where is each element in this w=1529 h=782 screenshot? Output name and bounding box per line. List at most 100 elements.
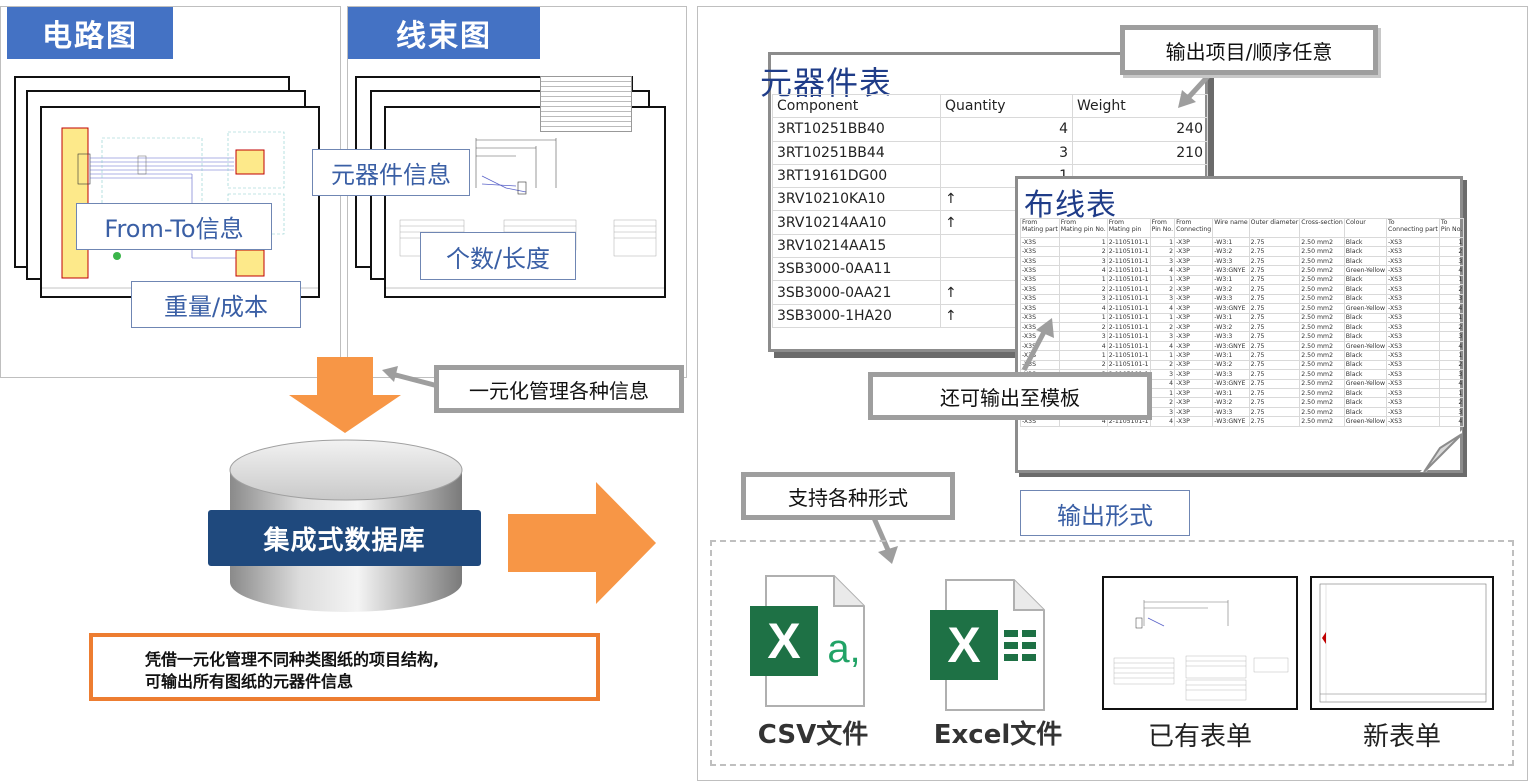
wiring-table-cell: 2.50 mm2 [1299, 369, 1345, 380]
wiring-table-cell: -XS3 [1386, 321, 1440, 333]
svg-text:X: X [767, 613, 800, 669]
wiring-table-cell: Green-Yellow [1343, 265, 1388, 276]
wiring-table-cell: -W3:3 [1212, 406, 1250, 418]
wiring-table-cell: -W3:1 [1212, 236, 1250, 248]
down-arrow-icon [289, 357, 401, 433]
wiring-col-header: Cross-section [1299, 218, 1345, 238]
wiring-table-cell: -X3P [1174, 406, 1214, 418]
component-table-cell: 3SB3000-1HA20 [772, 303, 941, 328]
wiring-table-cell: -XS3 [1386, 331, 1440, 342]
wiring-table-cell: -XS3 [1386, 303, 1440, 314]
wiring-table-cell: 3 [1438, 293, 1465, 305]
wiring-table-cell: 2.75 [1248, 265, 1301, 276]
wiring-table-cell: 2-1105101-1 [1106, 255, 1151, 267]
wiring-table-cell: 2.75 [1248, 303, 1301, 314]
wiring-table-cell: 2 [1438, 321, 1465, 333]
col-header-component: Component [772, 93, 941, 119]
wiring-table-cell: 2 [1058, 359, 1108, 371]
wiring-table-cell: -X3P [1174, 387, 1214, 399]
output-format-label: 输出形式 [1020, 490, 1190, 536]
wiring-table-cell: 2.50 mm2 [1299, 265, 1345, 276]
wiring-table-cell: -XS3 [1386, 378, 1440, 390]
wiring-table-cell: 1 [1438, 236, 1465, 248]
wiring-table-cell: 1 [1438, 387, 1465, 399]
wiring-table-cell: 4 [1058, 265, 1108, 276]
component-table-cell: 3 [940, 140, 1073, 165]
wiring-table-cell: 2 [1438, 397, 1465, 408]
wiring-table-cell: 4 [1438, 416, 1465, 427]
wiring-table-cell: 1 [1058, 350, 1108, 361]
wiring-table-cell: -X3P [1174, 284, 1214, 295]
wiring-table-cell: -X3S [1020, 303, 1060, 314]
wiring-table-cell: -W3:3 [1212, 293, 1250, 305]
wiring-table-cell: 2.75 [1248, 369, 1301, 380]
wiring-table-cell: 3 [1438, 406, 1465, 418]
unify-pointer-arrow-icon [382, 366, 439, 389]
wiring-table-cell: -W3:2 [1212, 397, 1250, 408]
excel-file-icon: X [930, 579, 1045, 711]
wiring-table-cell: Black [1343, 284, 1388, 295]
wiring-table-cell: 4 [1149, 303, 1176, 314]
wiring-table-cell: 2.50 mm2 [1299, 397, 1345, 408]
wiring-table-cell: -X3P [1174, 369, 1214, 380]
wiring-table-cell: -XS3 [1386, 359, 1440, 371]
wiring-table-cell: 2.75 [1248, 387, 1301, 399]
fromto-info-label: From-To信息 [76, 203, 272, 250]
wiring-table-cell: 2-1105101-1 [1106, 359, 1151, 371]
new-form-label: 新表单 [1362, 722, 1441, 752]
wiring-table-cell: Black [1343, 312, 1388, 323]
component-table-cell: 3RV10210KA10 [772, 187, 941, 212]
wiring-table-cell: 2-1105101-1 [1106, 293, 1151, 305]
weight-cost-label: 重量/成本 [131, 281, 301, 328]
wiring-table-cell: 2.50 mm2 [1299, 274, 1345, 286]
wiring-table-cell: 2.50 mm2 [1299, 321, 1345, 333]
svg-text:a,: a, [827, 627, 860, 671]
wiring-table-cell: Green-Yellow [1343, 378, 1388, 390]
component-table-cell: 3SB3000-0AA21 [772, 280, 941, 305]
component-table-cell: 3RT19161DG00 [772, 163, 941, 189]
wiring-table-cell: Black [1343, 321, 1388, 333]
wiring-table-cell: 1 [1438, 350, 1465, 361]
wiring-table-cell: 3 [1438, 369, 1465, 380]
wiring-table-cell: 2.50 mm2 [1299, 255, 1345, 267]
formats-callout: 支持各种形式 [741, 472, 955, 520]
wiring-table-cell: 3 [1149, 293, 1176, 305]
wiring-table-cell: 2.50 mm2 [1299, 303, 1345, 314]
wiring-table-cell: Black [1343, 350, 1388, 361]
wiring-table-cell: 2.50 mm2 [1299, 312, 1345, 323]
wiring-table-cell: 2 [1149, 284, 1176, 295]
wiring-table-cell: 2.75 [1248, 293, 1301, 305]
wiring-table-cell: 2.50 mm2 [1299, 416, 1345, 427]
wiring-table-cell: -W3:1 [1212, 350, 1250, 361]
wiring-table-cell: 3 [1149, 369, 1176, 380]
wiring-table-cell: 2.75 [1248, 378, 1301, 390]
wiring-table-cell: 1 [1149, 350, 1176, 361]
wiring-table-cell: 2.50 mm2 [1299, 293, 1345, 305]
wiring-table-cell: 3 [1058, 293, 1108, 305]
wiring-table-cell: -W3:1 [1212, 312, 1250, 323]
right-arrow-icon [508, 482, 656, 604]
wiring-table-cell: 2 [1438, 246, 1465, 257]
wiring-table-cell: 2.50 mm2 [1299, 359, 1345, 371]
wiring-col-header: From Mating pin No. [1058, 218, 1108, 238]
circuit-schematic [42, 127, 318, 289]
wiring-table-title: 布线表 [1024, 188, 1117, 223]
wiring-table-cell: 2 [1149, 246, 1176, 257]
order-any-callout: 输出项目/顺序任意 [1120, 25, 1378, 75]
wiring-table-cell: 2.50 mm2 [1299, 350, 1345, 361]
wiring-table-cell: 2.50 mm2 [1299, 246, 1345, 257]
wiring-table-cell: 2-1105101-1 [1106, 321, 1151, 333]
wiring-table-cell: -X3S [1020, 255, 1060, 267]
wiring-table-cell: -X3P [1174, 265, 1214, 276]
wiring-table-cell: 2-1105101-1 [1106, 284, 1151, 295]
wiring-table-cell: -XS3 [1386, 293, 1440, 305]
wiring-table-cell: 4 [1149, 340, 1176, 352]
